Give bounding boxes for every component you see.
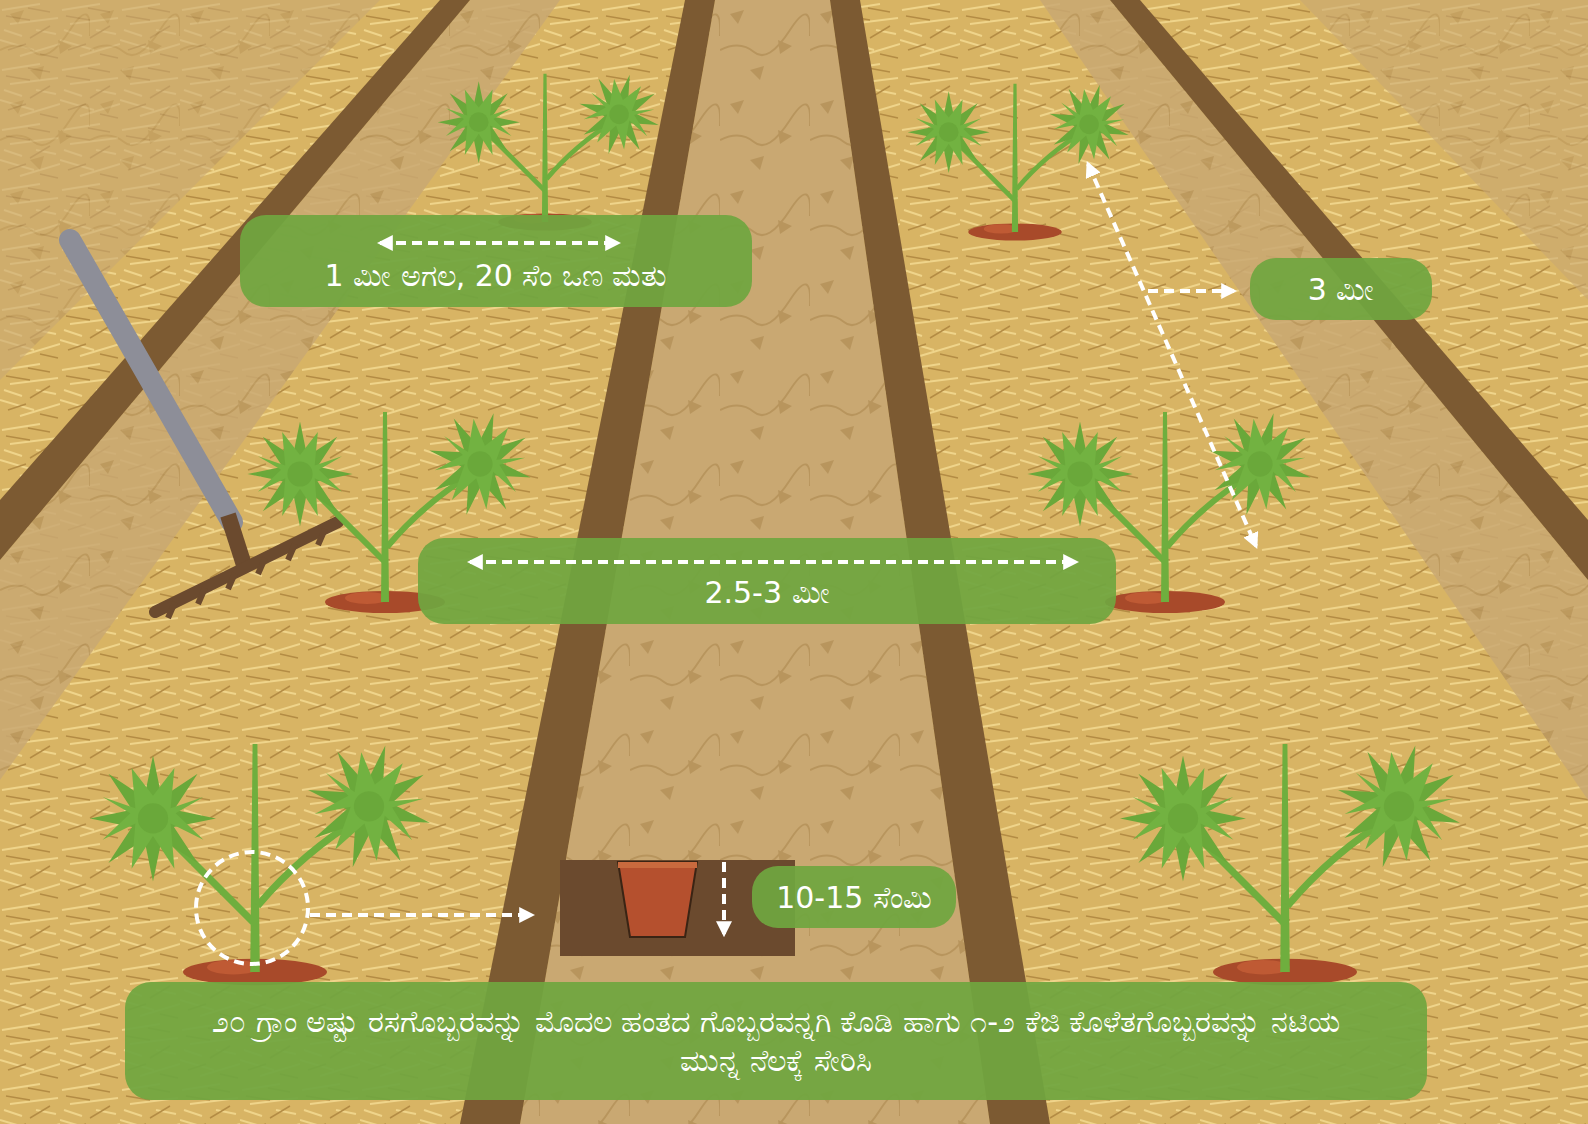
papaya-seedlings: [90, 64, 1476, 985]
pill-text-group: 2.5-3 ಮೀ: [704, 573, 829, 612]
pill-text-group: 1 ಮೀ ಅಗಲ, 20 ಸೆಂ ಒಣ ಮತು: [324, 256, 667, 295]
pill-text-group: 3 ಮೀ: [1308, 270, 1375, 309]
pill-text-group: 10-15 ಸೆಂಮಿ: [776, 878, 932, 917]
dimension-arrow: [470, 560, 1076, 564]
pill-text-group: ೨೦ ಗ್ರಾಂ ಅಷ್ಟು ರಸಗೊಬ್ಬರವನ್ನು ಮೊದಲ ಹಂತದ ಗ…: [185, 1002, 1367, 1080]
papaya-seedling: [90, 729, 446, 985]
leader-arrow: [310, 913, 532, 917]
label-pill: 1 ಮೀ ಅಗಲ, 20 ಸೆಂ ಒಣ ಮತು: [240, 215, 752, 307]
focus-circle: [196, 852, 308, 964]
label-pill: ೨೦ ಗ್ರಾಂ ಅಷ್ಟು ರಸಗೊಬ್ಬರವನ್ನು ಮೊದಲ ಹಂತದ ಗ…: [125, 982, 1427, 1100]
dimension-arrow: [722, 862, 726, 934]
pill-text: 1 ಮೀ ಅಗಲ, 20 ಸೆಂ ಒಣ ಮತು: [324, 256, 667, 295]
papaya-seedling: [908, 74, 1140, 240]
label-pill: 2.5-3 ಮೀ: [418, 538, 1116, 624]
bed-edge: [1110, 0, 1588, 580]
label-pill: 10-15 ಸೆಂಮಿ: [752, 866, 956, 928]
pill-text: 3 ಮೀ: [1308, 270, 1375, 309]
papaya-seedling: [438, 64, 670, 230]
bed-soil: [1040, 0, 1588, 800]
pill-text: ೨೦ ಗ್ರಾಂ ಅಷ್ಟು ರಸಗೊಬ್ಬರವನ್ನು ಮೊದಲ ಹಂತದ ಗ…: [185, 1002, 1367, 1080]
label-pill: 3 ಮೀ: [1250, 258, 1432, 320]
dimension-arrow: [380, 241, 618, 245]
pill-text: 10-15 ಸೆಂಮಿ: [776, 878, 932, 917]
leader-arrow: [1148, 289, 1234, 293]
pill-text: 2.5-3 ಮೀ: [704, 573, 829, 612]
dimension-arrow: [1088, 164, 1256, 546]
papaya-seedling: [1120, 729, 1476, 985]
